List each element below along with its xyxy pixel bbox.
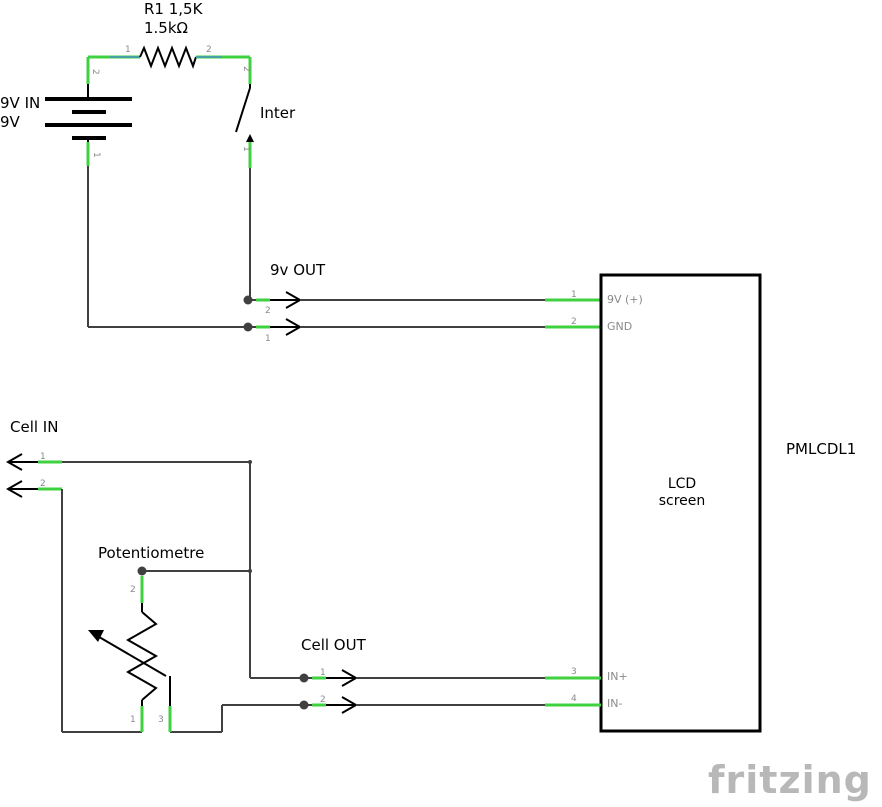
lcd-pin-2-num: 2 bbox=[571, 317, 577, 327]
cell-out-pin-top: 1 bbox=[320, 668, 326, 678]
cell-out-label: Cell OUT bbox=[301, 636, 367, 654]
switch-pin-top: 2 bbox=[241, 66, 251, 72]
cell-in-label: Cell IN bbox=[10, 418, 58, 436]
lcd-pin-4-label: IN- bbox=[607, 697, 622, 710]
battery-pin-top: 2 bbox=[90, 69, 100, 75]
lcd-pin-4-num: 4 bbox=[571, 694, 577, 704]
cell-in-pin-top: 1 bbox=[40, 452, 46, 462]
cell-in-pin-bottom: 2 bbox=[40, 479, 46, 489]
switch-name: Inter bbox=[260, 104, 296, 122]
power-out-connector: 9v OUT 2 1 bbox=[243, 261, 326, 344]
battery-9v: 9V IN 9V 2 1 bbox=[0, 57, 132, 166]
switch-inter: Inter 2 1 bbox=[235, 57, 296, 168]
resistor-name: R1 1,5K bbox=[144, 0, 204, 18]
battery-name: 9V IN bbox=[0, 94, 40, 112]
lcd-body-line1: LCD bbox=[668, 476, 696, 492]
signal-to-lcd-wires bbox=[356, 676, 601, 707]
lcd-ref: PMLCDL1 bbox=[786, 440, 856, 458]
resistor-r1: R1 1,5K 1.5kΩ 1 2 bbox=[88, 0, 250, 69]
lcd-body-line2: screen bbox=[659, 493, 706, 509]
lcd-pin-1-label: 9V (+) bbox=[607, 293, 643, 306]
cell-wires bbox=[61, 460, 304, 733]
cell-out-pin-bottom: 2 bbox=[320, 695, 326, 705]
fritzing-watermark: fritzing bbox=[708, 758, 872, 802]
switch-pin-bottom: 1 bbox=[241, 146, 251, 152]
lcd-module: 1 9V (+) 2 GND 3 IN+ 4 IN- LCD screen PM… bbox=[571, 273, 856, 733]
power-out-pin-bottom: 1 bbox=[265, 334, 271, 344]
power-out-pin-top: 2 bbox=[265, 306, 271, 316]
potentiometer-pin-a: 1 bbox=[130, 715, 136, 725]
cell-in-connector: Cell IN 1 2 bbox=[5, 418, 250, 498]
lcd-pin-3-label: IN+ bbox=[607, 670, 628, 683]
power-wires bbox=[87, 166, 251, 328]
resistor-value: 1.5kΩ bbox=[144, 19, 188, 37]
potentiometer-pin-b: 3 bbox=[158, 715, 164, 725]
power-to-lcd-wires bbox=[300, 298, 601, 329]
lcd-pin-3-num: 3 bbox=[571, 667, 577, 677]
lcd-pin-2-label: GND bbox=[607, 320, 632, 333]
power-out-label: 9v OUT bbox=[270, 261, 326, 279]
battery-value: 9V bbox=[0, 113, 21, 131]
battery-pin-bottom: 1 bbox=[91, 152, 101, 158]
potentiometer-pin-wiper: 2 bbox=[130, 585, 136, 595]
potentiometer: Potentiometre 2 1 3 bbox=[88, 544, 204, 732]
resistor-pin1: 1 bbox=[125, 45, 131, 55]
lcd-pin-1-num: 1 bbox=[571, 290, 577, 300]
cell-out-connector: Cell OUT 1 2 bbox=[299, 636, 367, 714]
resistor-pin2: 2 bbox=[206, 45, 212, 55]
potentiometer-label: Potentiometre bbox=[98, 544, 204, 562]
